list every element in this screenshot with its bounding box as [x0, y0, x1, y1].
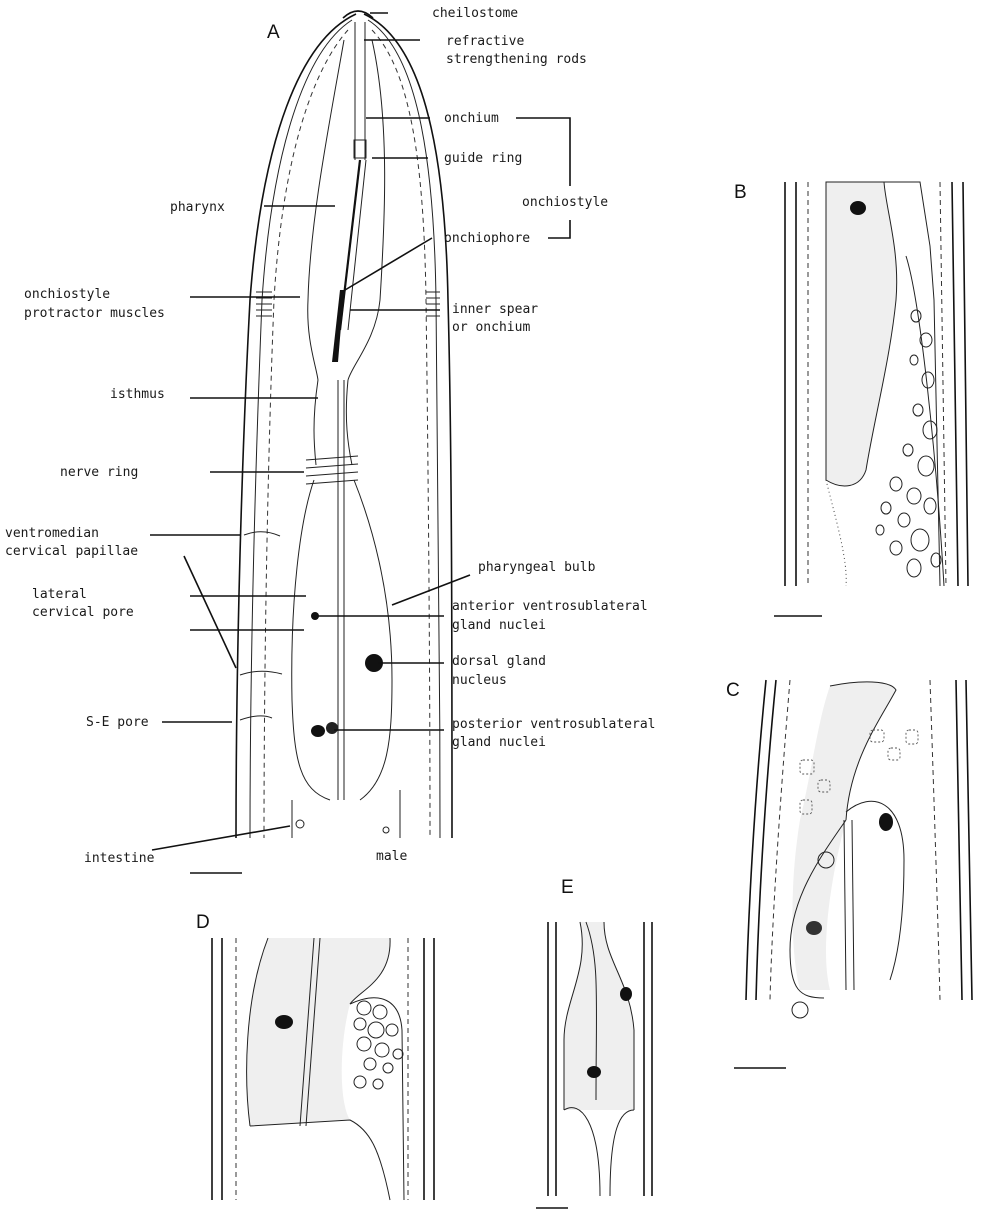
label-refractive-1: refractive [446, 34, 524, 49]
label-onchiophore: onchiophore [444, 231, 530, 246]
label-anterior-2: gland nuclei [452, 618, 546, 633]
label-se-pore: S-E pore [86, 715, 149, 730]
label-pharynx: pharynx [170, 200, 225, 215]
label-posterior-2: gland nuclei [452, 735, 546, 750]
label-isthmus: isthmus [110, 387, 165, 402]
label-onchiostyle: onchiostyle [522, 195, 608, 210]
label-refractive-2: strengthening rods [446, 52, 587, 67]
panel-label-b: B [734, 182, 747, 203]
panel-label-c: C [726, 680, 740, 701]
label-protractor-2: protractor muscles [24, 306, 165, 321]
label-dorsal-2: nucleus [452, 673, 507, 688]
label-inner-spear-1: inner spear [452, 302, 538, 317]
label-ventromedian-2: cervical papillae [5, 544, 138, 559]
label-posterior-1: posterior ventrosublateral [452, 717, 656, 732]
label-nerve-ring: nerve ring [60, 465, 138, 480]
label-ventromedian-1: ventromedian [5, 526, 99, 541]
label-onchium: onchium [444, 111, 499, 126]
label-guide-ring: guide ring [444, 151, 522, 166]
anatomy-labels: cheilostome refractive strengthening rod… [5, 6, 656, 866]
panel-a-drawing [190, 11, 452, 873]
panel-b-drawing [774, 182, 968, 616]
label-intestine: intestine [84, 851, 155, 866]
label-anterior-1: anterior ventrosublateral [452, 599, 648, 614]
label-male: male [376, 849, 407, 864]
label-lateral-2: cervical pore [32, 605, 134, 620]
label-lateral-1: lateral [32, 587, 87, 602]
label-pharyngeal-bulb: pharyngeal bulb [478, 560, 596, 575]
panel-label-d: D [196, 912, 210, 933]
panel-label-a: A [267, 22, 280, 43]
panel-c-drawing [734, 680, 972, 1068]
panel-d-drawing [212, 938, 434, 1200]
label-dorsal-1: dorsal gland [452, 654, 546, 669]
label-cheilostome: cheilostome [432, 6, 518, 21]
label-inner-spear-2: or onchium [452, 320, 530, 335]
label-protractor-1: onchiostyle [24, 287, 110, 302]
panel-label-e: E [561, 877, 574, 898]
panel-e-drawing [536, 922, 652, 1208]
